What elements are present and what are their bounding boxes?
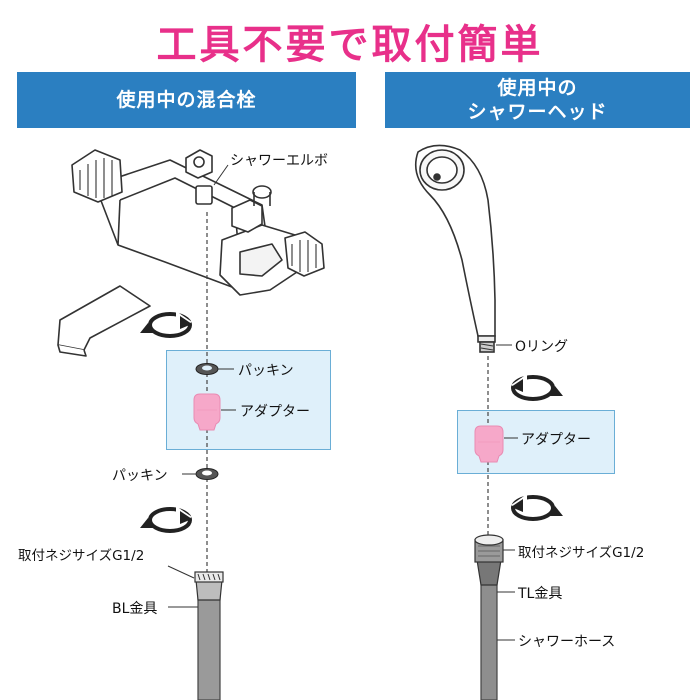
adapter-right	[474, 425, 504, 463]
packing-top	[195, 363, 219, 375]
bl-fitting	[194, 571, 224, 700]
mixer-faucet	[57, 149, 325, 357]
label-thread-left: 取付ネジサイズG1/2	[18, 548, 145, 564]
rotate-arrow-icon	[511, 494, 563, 521]
label-tl-fitting: TL金具	[518, 586, 563, 602]
showerhead-banner-line2: シャワーヘッド	[467, 101, 608, 123]
showerhead-banner: 使用中の シャワーヘッド	[385, 72, 690, 128]
rotate-arrow-icon	[511, 374, 563, 401]
packing-bottom	[195, 468, 219, 480]
faucet-banner: 使用中の混合栓	[17, 72, 356, 128]
label-shower-elbow: シャワーエルボ	[230, 153, 328, 169]
rotate-arrow-icon	[140, 311, 192, 338]
page-title: 工具不要で取付簡単	[156, 22, 544, 68]
label-packing-bottom: パッキン	[112, 468, 168, 484]
label-o-ring: Oリング	[515, 339, 569, 355]
label-bl-fitting: BL金具	[112, 601, 158, 617]
tl-fitting	[474, 534, 504, 700]
shower-head	[414, 144, 496, 353]
label-adapter-left: アダプター	[240, 404, 310, 420]
rotate-arrow-icon	[140, 506, 192, 533]
showerhead-banner-line1: 使用中の	[497, 77, 578, 99]
adapter-left	[193, 393, 221, 431]
label-adapter-right: アダプター	[521, 432, 591, 448]
faucet-banner-text: 使用中の混合栓	[116, 89, 257, 111]
label-shower-hose: シャワーホース	[518, 634, 616, 650]
label-thread-right: 取付ネジサイズG1/2	[518, 545, 645, 561]
label-packing-top: パッキン	[238, 363, 294, 379]
leader-line	[213, 164, 229, 186]
